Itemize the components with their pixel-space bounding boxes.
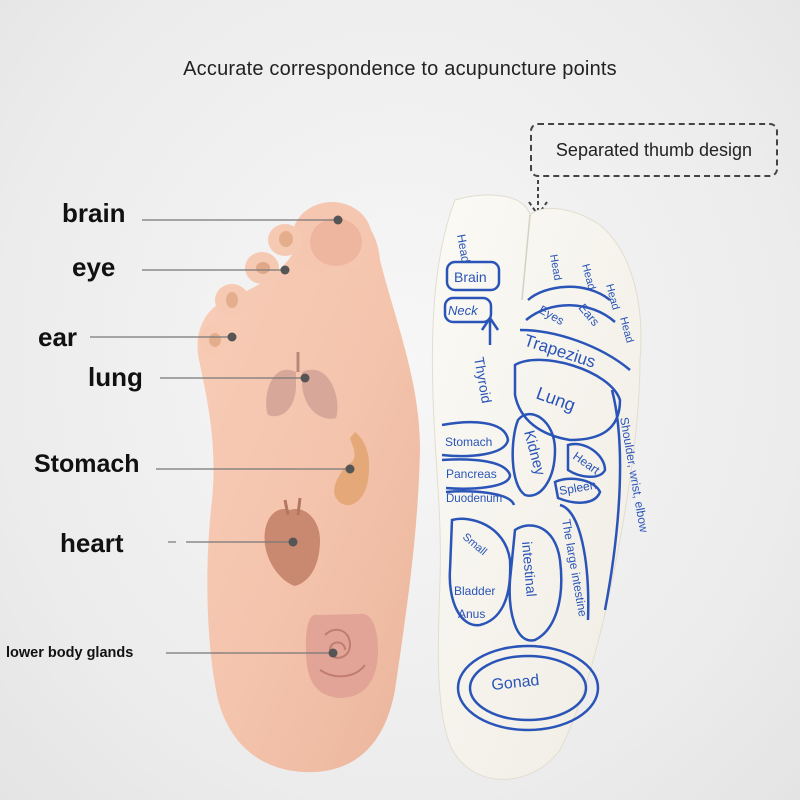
foot-sole [197,202,420,773]
reflexology-sock: Head Brain Neck Head Head Head Head Eyes… [431,194,651,780]
sock-label-head-toe2: Head [547,253,563,281]
callout-text: Separated thumb design [555,140,753,160]
sock-label-spleen: Spleen [558,478,597,498]
sock-label-thyroid: Thyroid [471,356,495,405]
sock-label-brain: Brain [454,269,487,285]
label-ear: ear [38,322,78,352]
label-eye: eye [72,252,116,282]
lung-illustration [266,352,338,419]
sock-label-intestinal: intestinal [519,541,540,597]
label-brain: brain [62,198,126,228]
sock-label-stomach: Stomach [445,435,492,449]
sock-label-neck: Neck [448,303,479,318]
heart-illustration [264,497,320,586]
label-lung: lung [88,362,143,392]
label-stomach: Stomach [34,450,140,478]
sock-label-bladder: Bladder [454,584,495,598]
leader-lines [90,215,355,658]
sock-label-gonad: Gonad [491,672,541,694]
sock-label-head-big-toe: Head [454,233,473,264]
label-lower-body-glands: lower body glands [6,645,134,661]
label-heart: heart [60,528,124,558]
sock-label-duodenum: Duodenum [446,493,502,505]
page-title: Accurate correspondence to acupuncture p… [183,58,617,80]
sock-label-pancreas: Pancreas [446,467,497,481]
intestine-illustration [305,613,378,698]
sock-label-anus: Anus [458,607,485,621]
thumb-design-callout: Separated thumb design [530,123,778,177]
